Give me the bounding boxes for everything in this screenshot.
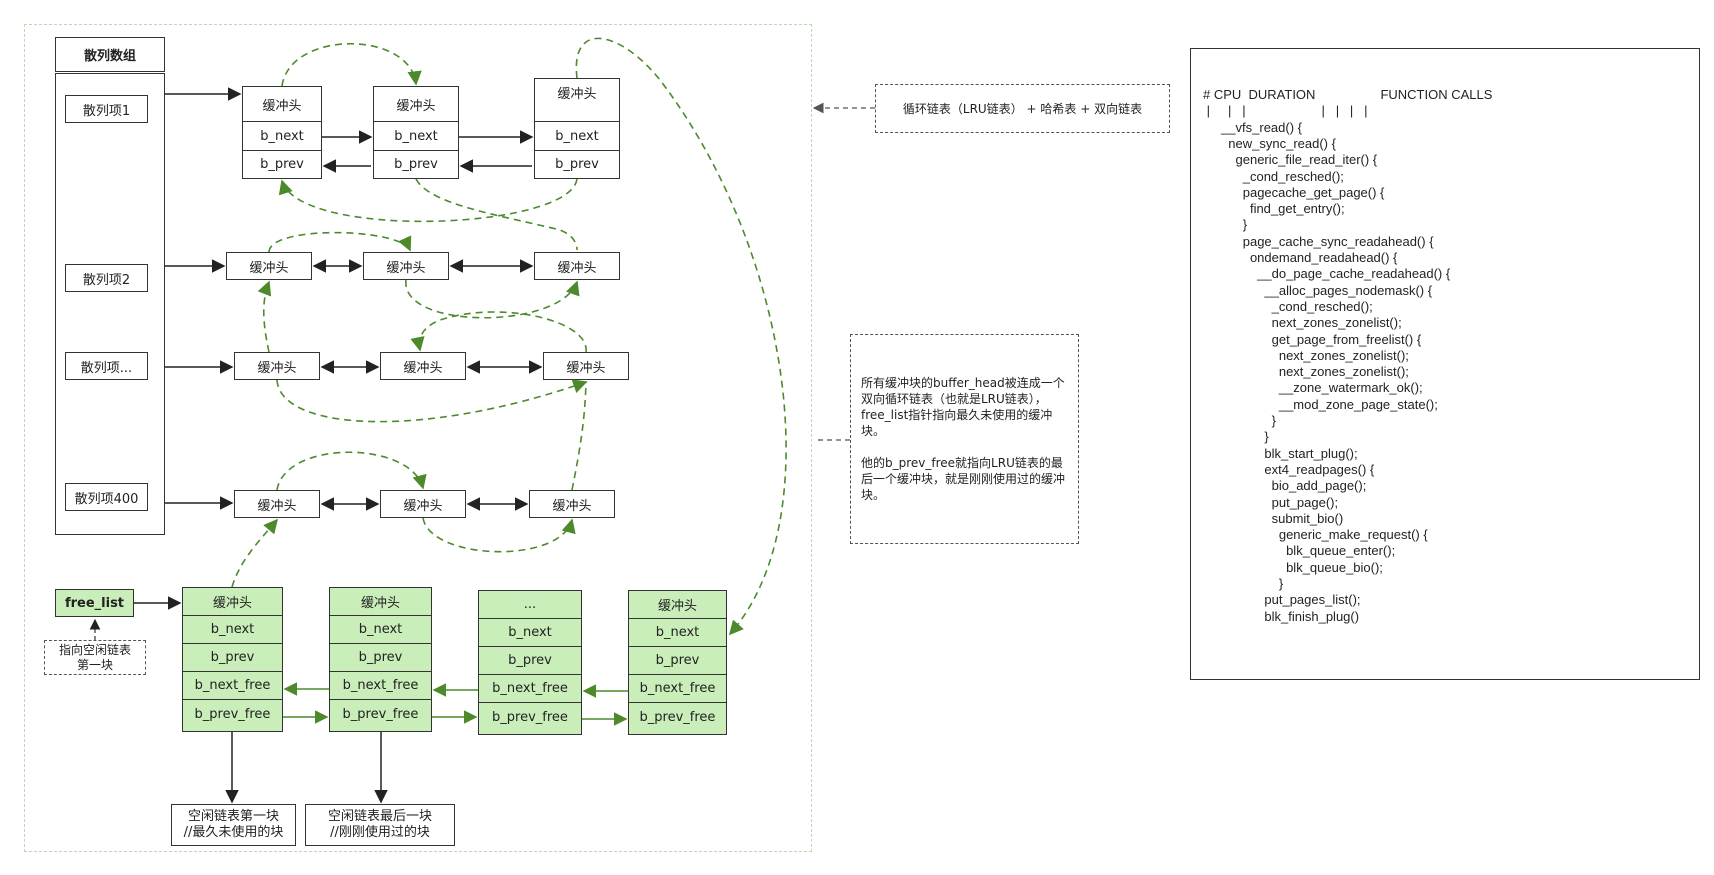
b-next-cell: b_next bbox=[243, 122, 321, 151]
trace-line: } bbox=[1203, 217, 1248, 233]
free-list-pointer: free_list bbox=[55, 589, 134, 617]
trace-line: # CPU DURATION FUNCTION CALLS bbox=[1203, 87, 1493, 102]
buffer-head: 缓冲头 bbox=[529, 490, 615, 518]
lru-curves bbox=[231, 37, 787, 636]
trace-line: next_zones_zonelist(); bbox=[1203, 315, 1402, 331]
trace-line: blk_queue_enter(); bbox=[1203, 543, 1396, 559]
trace-line: generic_make_request() { bbox=[1203, 527, 1428, 543]
note-links bbox=[812, 102, 875, 441]
trace-line: } bbox=[1203, 576, 1284, 591]
buffer-head-label: 缓冲头 bbox=[183, 588, 282, 616]
buffer-head-label: 缓冲头 bbox=[330, 588, 431, 616]
b-next-free-cell: b_next_free bbox=[183, 672, 282, 700]
trace-line: blk_finish_plug() bbox=[1203, 608, 1360, 624]
buffer-head: 缓冲头 bbox=[363, 252, 449, 280]
trace-line: ondemand_readahead() { bbox=[1203, 250, 1398, 265]
trace-line: generic_file_read_iter() { bbox=[1203, 152, 1378, 168]
buffer-head: 缓冲头 bbox=[534, 252, 620, 280]
b-next-cell: b_next bbox=[330, 616, 431, 644]
b-prev-cell: b_prev bbox=[260, 157, 304, 172]
ftrace-output: # CPU DURATION FUNCTION CALLS | | | | | … bbox=[1190, 48, 1700, 680]
b-prev-free-cell: b_prev_free bbox=[492, 709, 568, 725]
trace-line: __zone_watermark_ok(); bbox=[1203, 380, 1423, 396]
trace-line: blk_queue_bio(); bbox=[1203, 559, 1383, 575]
trace-line: | | | | | | | bbox=[1203, 103, 1368, 119]
free-buffer-block: 缓冲头 b_next b_prev b_next_free b_prev_fre… bbox=[329, 587, 432, 732]
b-next-cell: b_next bbox=[479, 619, 581, 647]
trace-line: pagecache_get_page() { bbox=[1203, 184, 1385, 200]
b-prev-cell: b_prev bbox=[479, 647, 581, 675]
buffer-head: 缓冲头 bbox=[226, 252, 312, 280]
trace-line: new_sync_read() { bbox=[1203, 135, 1336, 151]
b-prev-free-cell: b_prev_free bbox=[194, 706, 271, 722]
trace-line: blk_start_plug(); bbox=[1203, 445, 1358, 461]
b-prev-cell: b_prev bbox=[555, 157, 599, 172]
trace-line: next_zones_zonelist(); bbox=[1203, 364, 1409, 380]
trace-line: bio_add_page(); bbox=[1203, 478, 1367, 494]
b-prev-cell: b_prev bbox=[183, 644, 282, 672]
buffer-head-label: 缓冲头 bbox=[535, 79, 619, 122]
trace-line: __vfs_read() { bbox=[1203, 119, 1302, 135]
b-next-free-cell: b_next_free bbox=[330, 672, 431, 700]
trace-line: page_cache_sync_readahead() { bbox=[1203, 233, 1434, 249]
b-next-cell: b_next bbox=[374, 122, 458, 151]
trace-line: _cond_resched(); bbox=[1203, 168, 1344, 184]
b-prev-free-cell: b_prev_free bbox=[342, 706, 419, 722]
trace-line: next_zones_zonelist(); bbox=[1203, 347, 1409, 363]
trace-line: _cond_resched(); bbox=[1203, 298, 1373, 314]
trace-line: __alloc_pages_nodemask() { bbox=[1203, 282, 1433, 298]
b-prev-cell: b_prev bbox=[394, 157, 438, 172]
b-prev-cell: b_prev bbox=[330, 644, 431, 672]
b-prev-free-cell: b_prev_free bbox=[639, 709, 716, 725]
trace-line: find_get_entry(); bbox=[1203, 201, 1345, 217]
free-list-last-target: 空闲链表最后一块 //刚刚使用过的块 bbox=[305, 804, 455, 846]
buffer-node: 缓冲头 b_next b_prev bbox=[373, 86, 459, 179]
free-chain-links bbox=[283, 682, 628, 726]
hash-item-400: 散列项400 bbox=[65, 483, 148, 511]
buffer-ellipsis: ... bbox=[479, 591, 581, 619]
b-next-free-cell: b_next_free bbox=[629, 675, 726, 703]
free-list-first-target: 空闲链表第一块 //最久未使用的块 bbox=[171, 804, 296, 846]
buffer-head-label: 缓冲头 bbox=[243, 87, 321, 122]
hash-table bbox=[55, 73, 165, 535]
b-next-free-cell: b_next_free bbox=[479, 675, 581, 703]
trace-line: __mod_zone_page_state(); bbox=[1203, 396, 1438, 412]
buffer-head: 缓冲头 bbox=[380, 352, 466, 380]
b-prev-cell: b_prev bbox=[629, 647, 726, 675]
hash-chain-links bbox=[134, 87, 543, 804]
trace-line: } bbox=[1203, 429, 1269, 445]
hash-item-1: 散列项1 bbox=[65, 95, 148, 123]
b-next-cell: b_next bbox=[629, 619, 726, 647]
buffer-head: 缓冲头 bbox=[380, 490, 466, 518]
b-next-cell: b_next bbox=[535, 122, 619, 151]
trace-line: put_page(); bbox=[1203, 494, 1339, 510]
diagram-container bbox=[24, 24, 812, 852]
buffer-node: 缓冲头 b_next b_prev bbox=[534, 78, 620, 179]
free-buffer-block: 缓冲头 b_next b_prev b_next_free b_prev_fre… bbox=[182, 587, 283, 732]
trace-line: get_page_from_freelist() { bbox=[1203, 331, 1422, 347]
buffer-head: 缓冲头 bbox=[234, 490, 320, 518]
buffer-head-label: 缓冲头 bbox=[629, 591, 726, 619]
free-buffer-block: ... b_next b_prev b_next_free b_prev_fre… bbox=[478, 590, 582, 735]
free-list-note: 指向空闲链表 第一块 bbox=[44, 640, 146, 675]
hash-table-title: 散列数组 bbox=[55, 37, 165, 72]
description-para-2: 他的b_prev_free就指向LRU链表的最后一个缓冲块，就是刚刚使用过的缓冲… bbox=[861, 456, 1066, 502]
trace-line: put_pages_list(); bbox=[1203, 592, 1361, 608]
b-next-cell: b_next bbox=[183, 616, 282, 644]
trace-line: ext4_readpages() { bbox=[1203, 461, 1375, 477]
free-buffer-block: 缓冲头 b_next b_prev b_next_free b_prev_fre… bbox=[628, 590, 727, 735]
trace-line: } bbox=[1203, 413, 1276, 428]
trace-line: __do_page_cache_readahead() { bbox=[1203, 266, 1451, 282]
buffer-node: 缓冲头 b_next b_prev bbox=[242, 86, 322, 179]
description-note: 所有缓冲块的buffer_head被连成一个双向循环链表（也就是LRU链表），f… bbox=[850, 334, 1079, 544]
description-para-1: 所有缓冲块的buffer_head被连成一个双向循环链表（也就是LRU链表），f… bbox=[861, 376, 1065, 438]
hash-item-3: 散列项... bbox=[65, 352, 148, 380]
hash-item-2: 散列项2 bbox=[65, 264, 148, 292]
lru-legend: 循环链表（LRU链表） + 哈希表 + 双向链表 bbox=[875, 84, 1170, 133]
buffer-head: 缓冲头 bbox=[234, 352, 320, 380]
trace-line: submit_bio() bbox=[1203, 510, 1344, 526]
buffer-head: 缓冲头 bbox=[543, 352, 629, 380]
buffer-head-label: 缓冲头 bbox=[374, 87, 458, 122]
